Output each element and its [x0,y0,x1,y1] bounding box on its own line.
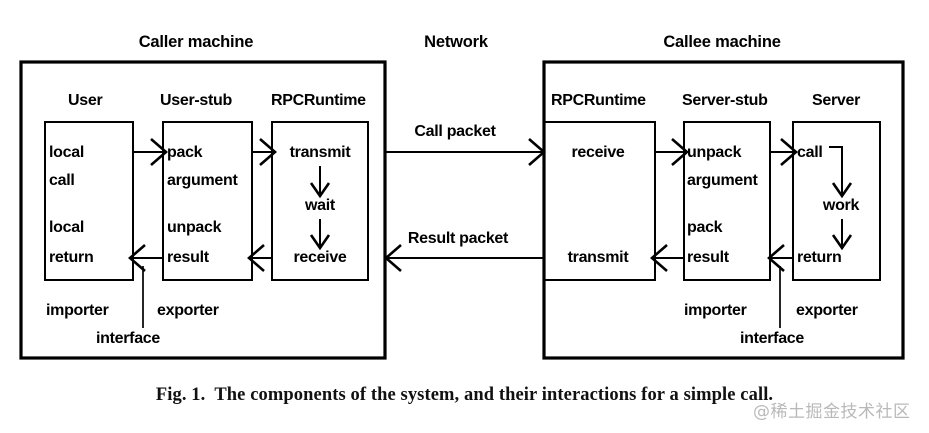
figure-caption: Fig. 1. The components of the system, and… [0,385,929,406]
arrow-caller-runtime-to-user-stub [247,244,272,272]
callee-stub-pack: pack [687,219,723,236]
callee-server-stub-box [683,121,771,281]
caller-runtime-transmit: transmit [290,144,352,161]
caller-importer-label: importer [46,302,109,319]
arrow-callee-runtime-to-server-stub [655,138,689,166]
callee-importer-label: importer [684,302,747,319]
callee-stub-argument: argument [687,172,758,189]
caller-column-title-user-stub: User-stub [160,92,233,109]
caller-machine-title: Caller machine [139,33,254,51]
callee-column-title-rpcruntime: RPCRuntime [551,92,646,109]
caller-stub-result: result [167,249,210,266]
figure-number: Fig. 1. [155,385,206,405]
caller-column-title-user: User [68,92,102,109]
caller-runtime-arrow-transmit-to-wait [309,166,331,199]
caller-user-local-return-1: local [49,219,84,236]
figure-caption-text: The components of the system, and their … [214,385,774,405]
arrow-server-stub-to-callee-runtime [650,244,684,272]
caller-machine-box [19,60,387,360]
caller-interface-label: interface [96,330,160,347]
caller-user-local: local [49,144,84,161]
caller-runtime-arrow-wait-to-receive [309,219,331,251]
arrow-user-stub-to-user [128,244,163,272]
callee-server-work: work [822,197,860,214]
callee-exporter-label: exporter [796,302,858,319]
arrow-server-stub-to-server [770,138,798,166]
caller-user-return: return [49,249,93,266]
caller-runtime-receive: receive [293,249,346,266]
call-packet-arrow [385,138,546,166]
caller-stub-argument: argument [167,172,238,189]
caller-column-title-rpcruntime: RPCRuntime [271,92,366,109]
callee-machine-title: Callee machine [663,33,780,51]
callee-server-return: return [797,249,841,266]
callee-runtime-receive: receive [571,144,624,161]
caller-user-call: call [49,172,75,189]
callee-server-arrow-call-to-work [829,146,853,199]
callee-column-title-server-stub: Server-stub [682,92,768,109]
result-packet-label: Result packet [408,230,509,247]
callee-interface-label: interface [740,330,804,347]
arrow-server-to-server-stub [767,244,793,272]
call-packet-label: Call packet [414,123,496,140]
caller-runtime-wait: wait [304,197,336,214]
result-packet-arrow [384,244,544,272]
caller-user-stub-box [162,121,253,281]
callee-runtime-box [543,121,656,281]
network-title: Network [424,33,489,51]
callee-server-box [792,121,881,281]
caller-stub-pack: pack [167,144,203,161]
watermark-text: @稀土掘金技术社区 [753,402,911,422]
caller-exporter-label: exporter [157,302,219,319]
callee-stub-unpack: unpack [687,144,742,161]
caller-stub-unpack: unpack [167,219,222,236]
callee-stub-result: result [687,249,730,266]
callee-server-arrow-work-to-return [831,219,853,251]
caller-runtime-box [271,121,369,281]
arrow-user-stub-to-caller-runtime [252,138,277,166]
callee-runtime-transmit: transmit [568,249,630,266]
callee-column-title-server: Server [812,92,860,109]
callee-server-call: call [797,144,823,161]
arrow-user-to-user-stub [133,138,168,166]
caller-user-box [44,121,134,281]
